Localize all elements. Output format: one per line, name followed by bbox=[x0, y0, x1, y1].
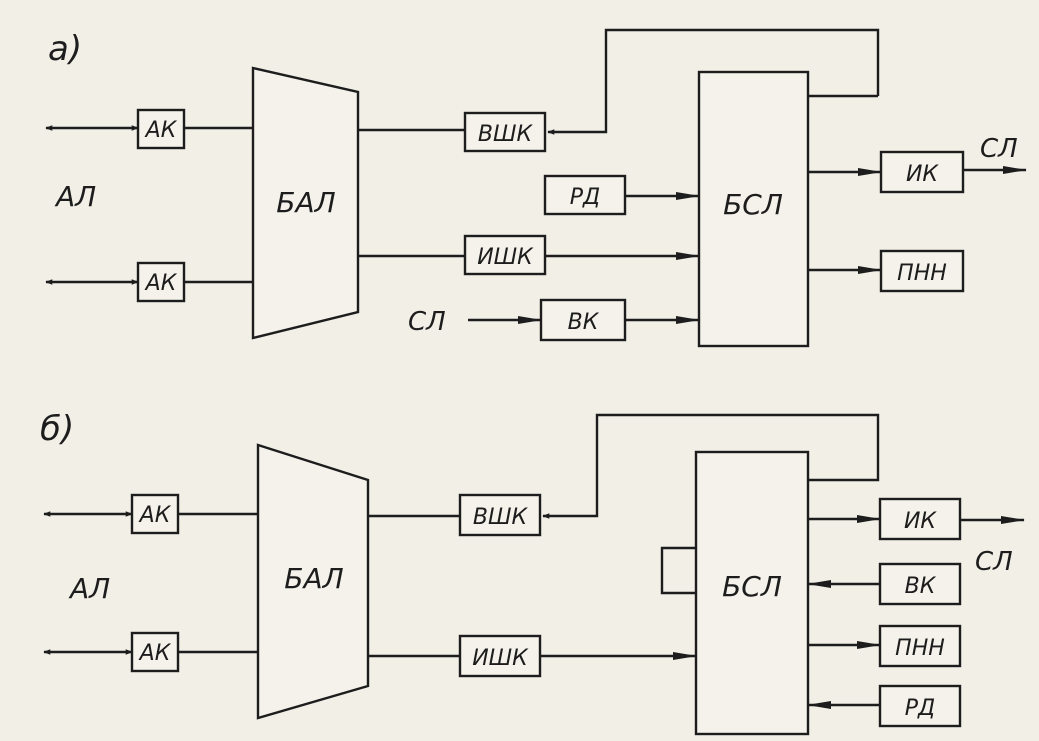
ishk-box-b bbox=[458, 634, 542, 678]
ik-label-a: ИК bbox=[906, 162, 939, 187]
ik-output-label-a: СЛ bbox=[980, 134, 1018, 164]
rd-box-b bbox=[878, 684, 962, 728]
bal-label-a: БАЛ bbox=[276, 186, 335, 219]
bal-block-a bbox=[251, 66, 360, 340]
ishk-label-a: ИШК bbox=[477, 245, 534, 270]
bsl-label-b: БСЛ bbox=[722, 570, 782, 603]
pnn-box-a bbox=[879, 249, 965, 293]
vk-label-b: ВК bbox=[905, 574, 937, 599]
pnn-label-a: ПНН bbox=[897, 261, 947, 286]
feedback-loop-a bbox=[547, 28, 880, 135]
ak-label-bottom-b: АК bbox=[138, 641, 172, 666]
rd-box-a bbox=[543, 174, 627, 216]
bsl-block-a bbox=[697, 70, 810, 348]
diagram-b-label: б) bbox=[40, 409, 74, 449]
pnn-label-b: ПНН bbox=[895, 636, 945, 661]
ak-label-top-a: АК bbox=[144, 118, 178, 143]
bsl-self-loop-b bbox=[660, 546, 696, 595]
vshk-box-b bbox=[458, 493, 542, 537]
feedback-bsl-out-b bbox=[542, 413, 880, 519]
rd-label-a: РД bbox=[570, 185, 600, 210]
al-label-b: АЛ bbox=[68, 572, 110, 605]
bsl-block-b bbox=[694, 450, 810, 736]
rd-label-b: РД bbox=[905, 696, 935, 721]
vshk-label-b: ВШК bbox=[473, 505, 529, 530]
ik-label-b: ИК bbox=[904, 509, 937, 534]
diagram-a: а) АЛ АК АК БАЛ ВШК РД ИШК С bbox=[45, 28, 1027, 348]
bsl-label-a: БСЛ bbox=[723, 188, 783, 221]
al-label-a: АЛ bbox=[54, 180, 96, 213]
vk-label-a: ВК bbox=[568, 310, 600, 335]
vshk-label-a: ВШК bbox=[478, 122, 534, 147]
vk-input-label-a: СЛ bbox=[408, 307, 446, 337]
ak-label-bottom-a: АК bbox=[144, 271, 178, 296]
bal-label-b: БАЛ bbox=[284, 562, 343, 595]
bal-block-b bbox=[256, 443, 370, 720]
ik-output-label-b: СЛ bbox=[975, 547, 1013, 577]
diagram-a-label: а) bbox=[48, 29, 82, 69]
ak-label-top-b: АК bbox=[138, 503, 172, 528]
diagram-b: б) АЛ АК АК БАЛ ВШК ИШК БСЛ bbox=[40, 409, 1025, 736]
ik-box-a bbox=[879, 150, 965, 194]
vshk-box-a bbox=[463, 111, 547, 153]
vk-box-b bbox=[878, 562, 962, 606]
ishk-label-b: ИШК bbox=[472, 646, 529, 671]
pnn-box-b bbox=[878, 624, 962, 668]
ak-box-top-b bbox=[130, 493, 180, 535]
ak-box-bottom-b bbox=[130, 631, 180, 673]
